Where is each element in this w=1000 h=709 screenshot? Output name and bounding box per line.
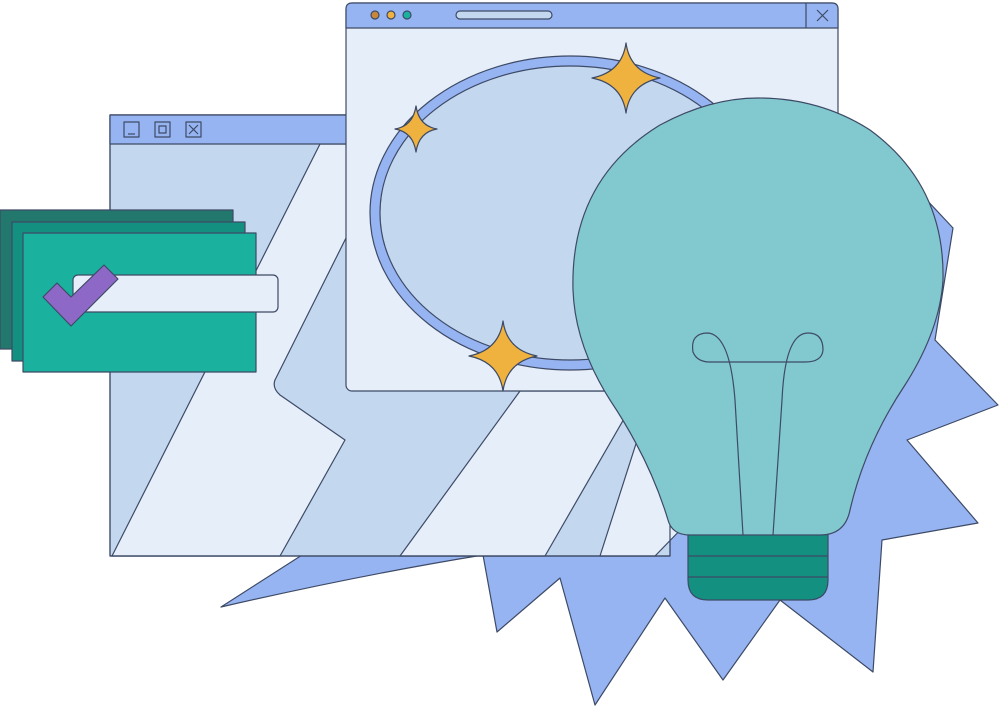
window-dot-orange[interactable]: [370, 10, 380, 20]
sparkle-icon: [394, 105, 438, 153]
sparkle-icon: [468, 320, 538, 392]
address-bar[interactable]: [455, 10, 553, 20]
minimize-icon[interactable]: [123, 121, 140, 138]
window-dot-yellow[interactable]: [386, 10, 396, 20]
front-window-titlebar: [345, 2, 839, 29]
maximize-icon[interactable]: [154, 121, 171, 138]
bulb-glass: [572, 97, 944, 536]
card-stack: [0, 209, 279, 373]
bulb-base: [687, 519, 829, 601]
close-icon[interactable]: [816, 9, 829, 22]
window-dot-teal[interactable]: [402, 10, 412, 20]
back-window-titlebar: [109, 114, 351, 145]
checkmark-icon: [42, 264, 119, 327]
sparkle-icon: [591, 42, 661, 114]
lightbulb: [572, 97, 944, 601]
close-icon[interactable]: [185, 121, 202, 138]
bulb-filament: [691, 332, 824, 536]
input-bar[interactable]: [72, 274, 279, 313]
